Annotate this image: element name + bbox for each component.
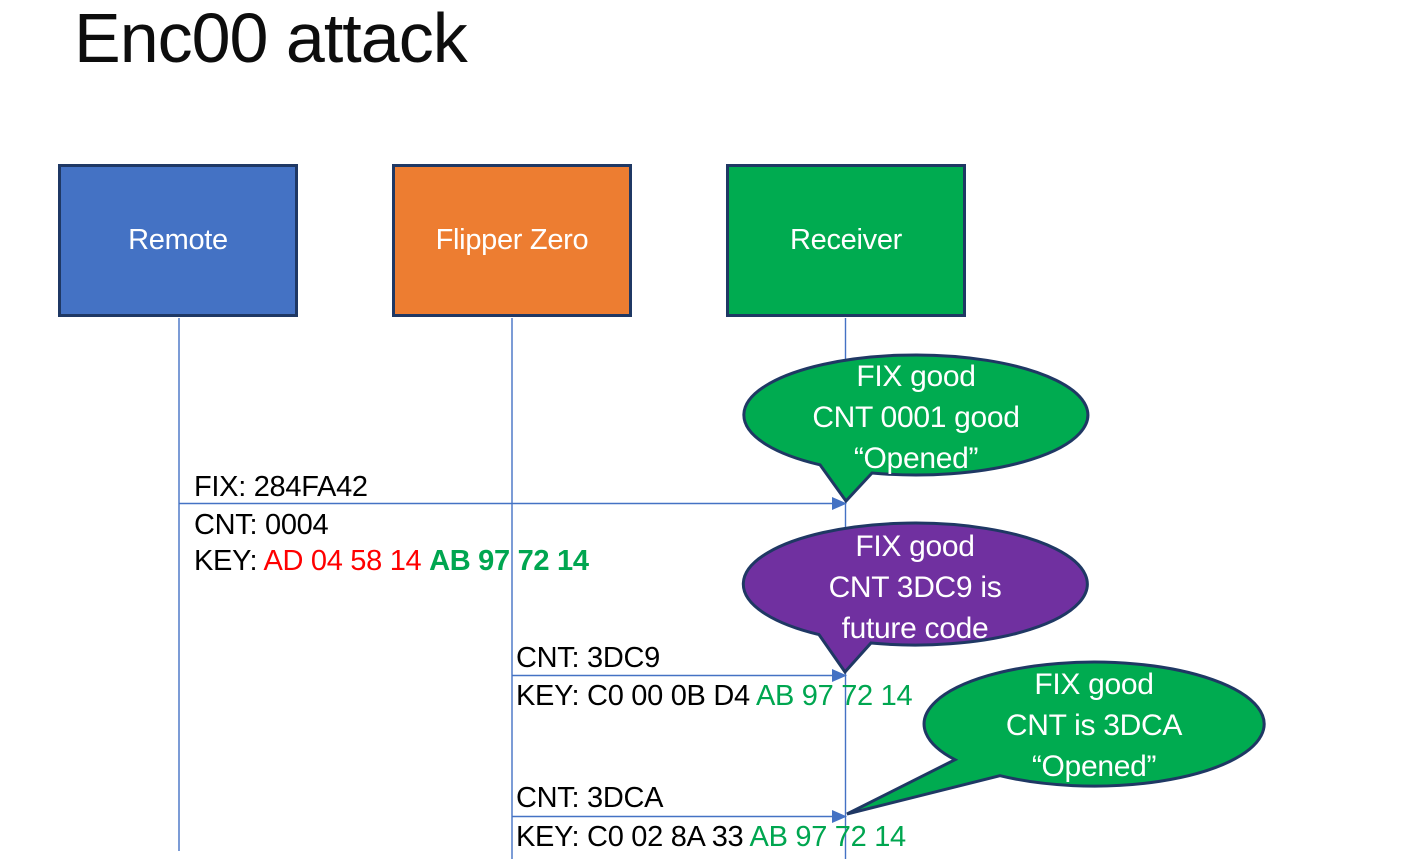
callout-1-text: FIX good CNT 0001 good “Opened”	[744, 356, 1088, 479]
actor-flipper-zero-label: Flipper Zero	[435, 224, 589, 256]
callout-1-line1: FIX good	[856, 360, 976, 393]
callout-1-line2: CNT 0001 good	[812, 401, 1020, 434]
message-2-key-prefix: KEY:	[516, 680, 588, 712]
message-1-key-label: KEY: AD 04 58 14 AB 97 72 14	[194, 544, 589, 578]
callout-2-line3: future code	[841, 612, 989, 645]
callout-3-line3: “Opened”	[1031, 750, 1157, 783]
callout-bubble-opened-1	[742, 353, 1090, 504]
callout-shapes	[741, 353, 1266, 816]
arrowhead-1-icon	[832, 497, 847, 510]
message-1-key-changed-bytes: AD 04 58 14	[263, 545, 430, 577]
message-1-key-fixed-bytes: AB 97 72 14	[429, 545, 589, 577]
callout-3-line2: CNT is 3DCA	[1005, 709, 1183, 742]
callout-3-line1: FIX good	[1034, 668, 1154, 701]
message-1-cnt-label: CNT: 0004	[194, 509, 329, 541]
message-3-key-prefix: KEY:	[516, 821, 588, 853]
callout-3-text: FIX good CNT is 3DCA “Opened”	[922, 664, 1266, 787]
actor-flipper-zero: Flipper Zero	[392, 164, 632, 317]
message-arrows	[179, 497, 847, 823]
callout-2-text: FIX good CNT 3DC9 is future code	[743, 526, 1087, 649]
message-2-key-changed-bytes: C0 00 0B D4	[587, 680, 756, 712]
actor-receiver-label: Receiver	[789, 224, 903, 256]
message-3-key-fixed-bytes: AB 97 72 14	[749, 821, 907, 853]
message-2-key-label: KEY: C0 00 0B D4 AB 97 72 14	[516, 679, 913, 713]
page-title: Enc00 attack	[74, 0, 468, 77]
callout-2-line2: CNT 3DC9 is	[828, 571, 1002, 604]
message-1-key-prefix: KEY:	[194, 545, 264, 577]
message-2-key-fixed-bytes: AB 97 72 14	[755, 680, 913, 712]
callout-1-line3: “Opened”	[853, 442, 979, 475]
message-1-fix-label: FIX: 284FA42	[194, 471, 368, 503]
callout-2-line1: FIX good	[855, 530, 975, 563]
callout-bubble-future-code	[741, 521, 1089, 675]
message-3-key-changed-bytes: C0 02 8A 33	[587, 821, 750, 853]
callout-bubble-opened-2	[846, 660, 1266, 816]
actor-receiver: Receiver	[726, 164, 966, 317]
message-2-cnt-label: CNT: 3DC9	[516, 642, 660, 674]
actor-remote-label: Remote	[128, 224, 228, 256]
message-3-key-label: KEY: C0 02 8A 33 AB 97 72 14	[516, 820, 906, 854]
actor-remote: Remote	[58, 164, 298, 317]
arrowhead-2-icon	[832, 669, 847, 682]
arrowhead-3-icon	[832, 810, 847, 823]
message-3-cnt-label: CNT: 3DCA	[516, 782, 664, 814]
